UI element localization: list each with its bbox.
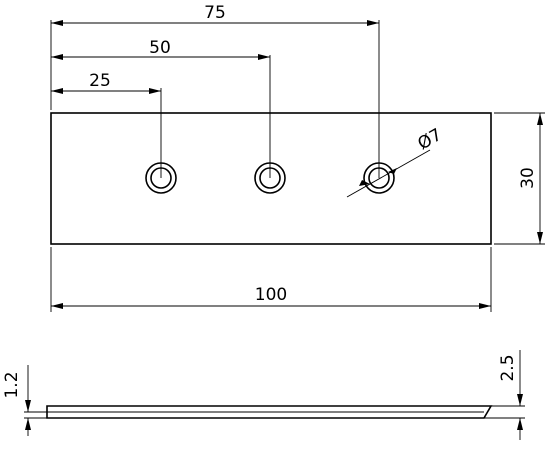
dimension-hole-diameter: Ø7 [346, 125, 446, 198]
dimension-hole-diameter-label: Ø7 [415, 125, 446, 154]
dimension-75-label: 75 [204, 3, 226, 23]
dimension-1-2-label: 1.2 [2, 371, 22, 398]
dimension-50-label: 50 [149, 38, 171, 58]
plate-outline [50, 112, 492, 245]
dimension-30: 30 [494, 112, 545, 245]
dimension-1-2: 1.2 [2, 365, 47, 436]
side-view [46, 405, 493, 419]
dimension-75: 75 [51, 3, 380, 178]
dimension-50: 50 [51, 38, 271, 178]
dimension-25: 25 [51, 71, 162, 178]
dimension-2-5: 2.5 [484, 350, 525, 440]
dimension-30-label: 30 [518, 167, 538, 189]
dimension-2-5-label: 2.5 [498, 354, 518, 381]
dimension-25-label: 25 [89, 71, 111, 91]
dimension-100-label: 100 [255, 285, 287, 305]
dimension-100: 100 [50, 247, 492, 312]
